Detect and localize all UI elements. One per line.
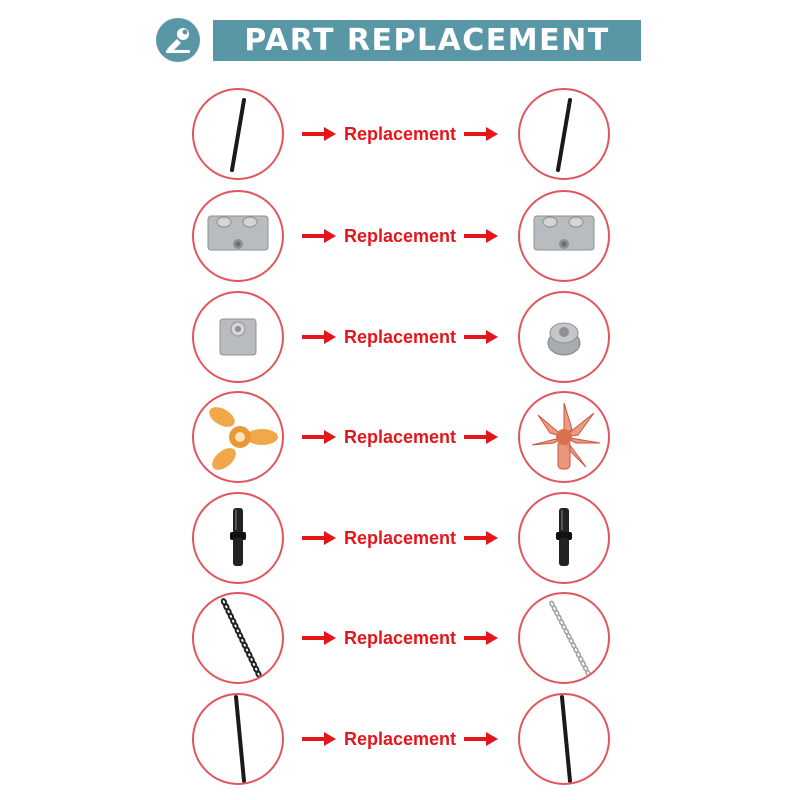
replacement-row: Replacement (0, 88, 800, 180)
replacement-indicator: Replacement (302, 729, 502, 749)
replacement-indicator: Replacement (302, 427, 502, 447)
black-connector-pin-icon (556, 508, 572, 566)
replacement-part (518, 592, 610, 684)
replacement-row: Replacement (0, 592, 800, 684)
arrow-right-icon (302, 531, 336, 545)
black-connector-pin-icon (230, 508, 246, 566)
replacement-row: Replacement (0, 291, 800, 383)
logo (156, 18, 200, 62)
replacement-indicator: Replacement (302, 327, 502, 347)
arrow-right-icon (464, 631, 499, 645)
replacement-label: Replacement (344, 527, 457, 548)
replacement-row: Replacement (0, 492, 800, 584)
replacement-label: Replacement (344, 426, 457, 447)
replacement-indicator: Replacement (302, 124, 502, 144)
replacement-row: Replacement (0, 391, 800, 483)
silver-chain-icon (549, 600, 591, 677)
title-banner: PART REPLACEMENT (213, 20, 641, 61)
replacement-label: Replacement (344, 326, 457, 347)
original-part (192, 291, 284, 383)
orange-propeller-icon (209, 407, 278, 470)
black-long-axle-icon (234, 695, 246, 783)
replacement-part (518, 88, 610, 180)
original-part (192, 190, 284, 282)
arrow-right-icon (464, 330, 499, 344)
original-part (192, 88, 284, 180)
replacement-label: Replacement (344, 123, 457, 144)
replacement-indicator: Replacement (302, 528, 502, 548)
replacement-row: Replacement (0, 693, 800, 785)
arrow-right-icon (464, 732, 499, 746)
black-chain-icon (220, 598, 262, 678)
page-title: PART REPLACEMENT (244, 23, 610, 58)
replacement-label: Replacement (344, 728, 457, 749)
arrow-right-icon (302, 229, 336, 243)
black-axle-icon (230, 98, 246, 172)
original-part (192, 492, 284, 584)
arrow-right-icon (302, 127, 336, 141)
replacement-part (518, 190, 610, 282)
gray-round-brick-icon (547, 322, 581, 356)
arrow-right-icon (302, 631, 336, 645)
gray-technic-brick-1x2-icon (207, 215, 269, 251)
original-part (192, 592, 284, 684)
tools-icon (166, 28, 190, 53)
replacement-part (518, 291, 610, 383)
arrow-right-icon (302, 732, 336, 746)
original-part (192, 693, 284, 785)
replacement-row: Replacement (0, 190, 800, 282)
replacement-label: Replacement (344, 627, 457, 648)
original-part (192, 391, 284, 483)
transparent-orange-rotor-icon (531, 402, 601, 470)
replacement-label: Replacement (344, 225, 457, 246)
gray-technic-brick-1x2-icon (533, 215, 595, 251)
replacement-indicator: Replacement (302, 226, 502, 246)
black-long-axle-icon (560, 695, 572, 783)
replacement-indicator: Replacement (302, 628, 502, 648)
black-axle-icon (556, 98, 572, 172)
arrow-right-icon (464, 229, 499, 243)
arrow-right-icon (464, 430, 499, 444)
arrow-right-icon (464, 531, 499, 545)
arrow-right-icon (302, 430, 336, 444)
replacement-part (518, 391, 610, 483)
header: PART REPLACEMENT (0, 0, 800, 70)
arrow-right-icon (302, 330, 336, 344)
arrow-right-icon (464, 127, 499, 141)
gray-square-brick-1x1-icon (219, 318, 257, 356)
replacement-part (518, 492, 610, 584)
replacement-part (518, 693, 610, 785)
